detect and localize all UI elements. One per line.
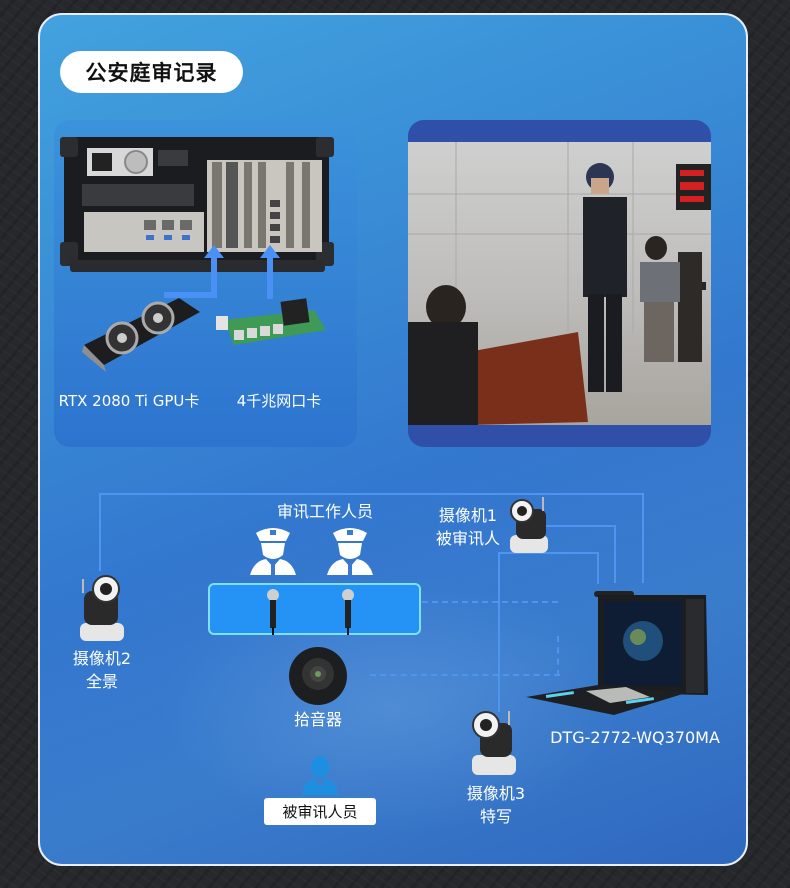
connection-line-camera1-a — [540, 525, 616, 527]
suspect-person-icon — [302, 756, 338, 795]
camera1-icon — [510, 497, 548, 553]
connection-line-camera3-top — [498, 552, 598, 554]
connection-line-camera1-a-down — [614, 525, 616, 583]
network-card-image — [216, 298, 326, 345]
industrial-chassis-rear-image — [60, 137, 334, 372]
camera3-label-line1: 摄像机3 — [466, 784, 526, 803]
camera2-label-line2: 全景 — [85, 672, 118, 691]
dashed-line-pickup — [370, 674, 560, 676]
hardware-panel: RTX 2080 Ti GPU卡 4千兆网口卡 — [54, 120, 357, 447]
police-officer-icon — [327, 528, 373, 575]
interrogation-room-photo — [408, 142, 711, 425]
portable-computer-image — [526, 591, 708, 715]
camera1-label-line1: 摄像机1 — [438, 506, 498, 525]
page-title: 公安庭审记录 — [60, 51, 243, 93]
photo-panel — [408, 120, 711, 447]
connection-line-top — [99, 493, 643, 495]
audio-pickup-device-icon — [289, 647, 347, 705]
connection-line-camera3-vertical — [498, 552, 500, 712]
suspect-label: 被审讯人员 — [264, 798, 376, 825]
microphone-icon — [342, 589, 354, 635]
staff-label: 审讯工作人员 — [276, 502, 373, 521]
microphone-icon — [267, 589, 279, 635]
connection-line-right-outer — [642, 493, 644, 583]
dashed-line-mic — [422, 601, 558, 603]
police-officer-icon — [250, 528, 296, 575]
camera3-label-line2: 特写 — [479, 807, 512, 826]
device-model-label: DTG-2772-WQ370MA — [550, 728, 720, 747]
camera2-label-line1: 摄像机2 — [72, 649, 132, 668]
pickup-label: 拾音器 — [293, 710, 342, 729]
connection-line-camera3-down — [597, 552, 599, 584]
camera1-label-line2: 被审讯人 — [435, 529, 500, 548]
network-card-label: 4千兆网口卡 — [236, 392, 322, 410]
dashed-line-vertical — [557, 636, 559, 676]
camera2-icon — [80, 575, 124, 641]
connection-line-camera2 — [99, 493, 101, 571]
interrogation-scene-illustration — [408, 142, 711, 425]
main-card: 公安庭审记录 — [38, 13, 748, 866]
microphone-desk-box — [208, 583, 421, 635]
gpu-card-image — [82, 298, 200, 372]
gpu-card-label: RTX 2080 Ti GPU卡 — [58, 392, 200, 410]
camera3-icon — [472, 711, 516, 775]
